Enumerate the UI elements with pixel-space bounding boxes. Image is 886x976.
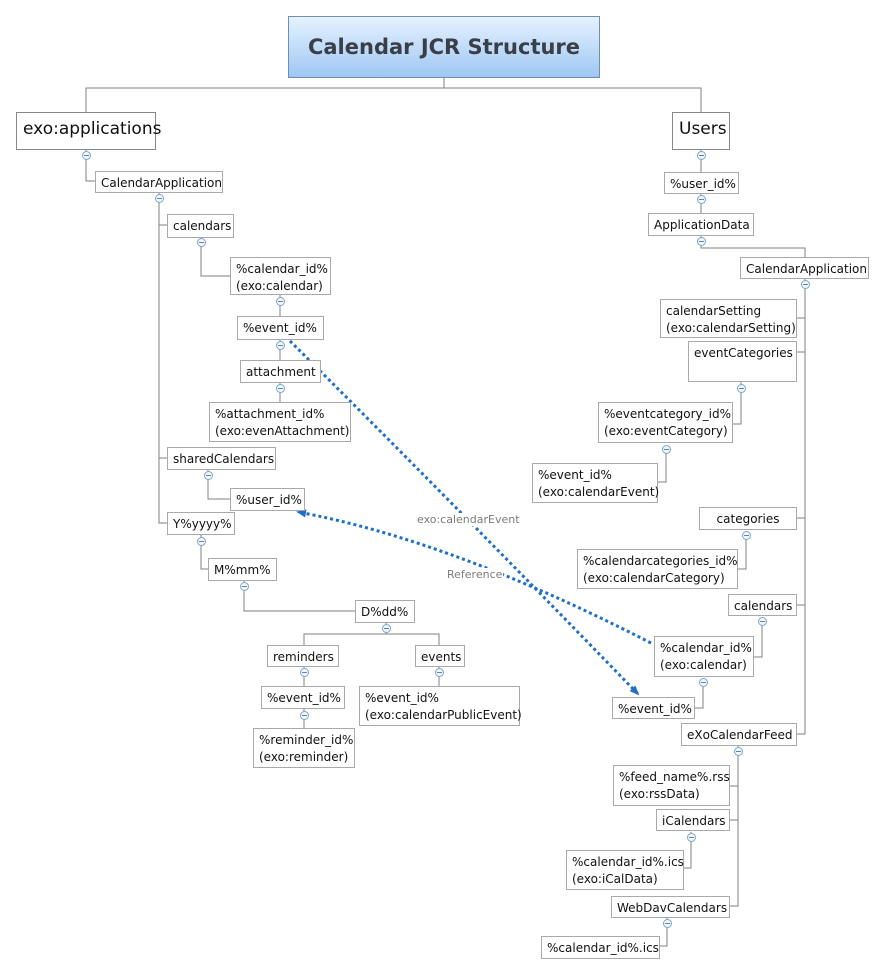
relationship-label-reference: Reference	[446, 568, 504, 581]
node-event-id-left[interactable]: %event_id%	[237, 316, 324, 340]
collapse-toggle-icon[interactable]	[300, 711, 309, 720]
node-year[interactable]: Y%yyyy%	[167, 512, 235, 535]
node-user-id[interactable]: %user_id%	[664, 172, 739, 194]
collapse-toggle-icon[interactable]	[435, 668, 444, 677]
node-calendar-application-left[interactable]: CalendarApplication	[95, 171, 223, 193]
collapse-toggle-icon[interactable]	[204, 471, 213, 480]
collapse-toggle-icon[interactable]	[197, 537, 206, 546]
collapse-toggle-icon[interactable]	[663, 919, 672, 928]
node-calendarcategories-id[interactable]: %calendarcategories_id% (exo:calendarCat…	[577, 549, 738, 589]
diagram-title: Calendar JCR Structure	[288, 16, 600, 78]
collapse-toggle-icon[interactable]	[687, 833, 696, 842]
collapse-toggle-icon[interactable]	[82, 151, 91, 160]
collapse-toggle-icon[interactable]	[697, 237, 706, 246]
node-reminder-event-id[interactable]: %event_id%	[261, 686, 345, 709]
node-webdav-calendars[interactable]: WebDavCalendars	[611, 896, 730, 918]
collapse-toggle-icon[interactable]	[276, 384, 285, 393]
node-calendars-left[interactable]: calendars	[167, 214, 234, 238]
node-icalendars[interactable]: iCalendars	[656, 809, 730, 831]
collapse-toggle-icon[interactable]	[300, 668, 309, 677]
node-events[interactable]: events	[415, 645, 465, 667]
collapse-toggle-icon[interactable]	[382, 624, 391, 633]
node-calendar-application-right[interactable]: CalendarApplication	[740, 257, 869, 279]
node-application-data[interactable]: ApplicationData	[648, 213, 754, 236]
node-calendar-setting[interactable]: calendarSetting (exo:calendarSetting)	[660, 299, 797, 338]
collapse-toggle-icon[interactable]	[240, 582, 249, 591]
node-ical-id[interactable]: %calendar_id%.ics (exo:iCalData)	[566, 850, 684, 890]
node-reminders[interactable]: reminders	[267, 645, 339, 667]
collapse-toggle-icon[interactable]	[155, 194, 164, 203]
collapse-toggle-icon[interactable]	[699, 678, 708, 687]
node-attachment[interactable]: attachment	[240, 360, 321, 383]
relationship-label-calendar-event: exo:calendarEvent	[416, 513, 521, 526]
calendar-event-relation-line	[288, 339, 640, 696]
node-event-categories[interactable]: eventCategories	[688, 341, 797, 382]
collapse-toggle-icon[interactable]	[197, 238, 206, 247]
node-day[interactable]: D%dd%	[355, 600, 415, 623]
node-reminder-id[interactable]: %reminder_id% (exo:reminder)	[253, 728, 355, 768]
node-shared-user-id[interactable]: %user_id%	[230, 488, 305, 511]
collapse-toggle-icon[interactable]	[662, 445, 671, 454]
collapse-toggle-icon[interactable]	[734, 747, 743, 756]
node-exo-applications[interactable]: exo:applications	[16, 112, 161, 150]
node-month[interactable]: M%mm%	[208, 558, 277, 581]
collapse-toggle-icon[interactable]	[697, 151, 706, 160]
collapse-toggle-icon[interactable]	[276, 297, 285, 306]
node-eventcategory-id[interactable]: %eventcategory_id% (exo:eventCategory)	[598, 402, 733, 443]
collapse-toggle-icon[interactable]	[758, 617, 767, 626]
node-category-event-id[interactable]: %event_id% (exo:calendarEvent)	[532, 463, 659, 503]
collapse-toggle-icon[interactable]	[276, 341, 285, 350]
node-shared-calendars[interactable]: sharedCalendars	[167, 447, 276, 470]
reference-relation-line	[296, 509, 652, 645]
node-calendar-id-left[interactable]: %calendar_id% (exo:calendar)	[230, 257, 331, 295]
node-users[interactable]: Users	[672, 112, 730, 150]
node-calendar-id-right[interactable]: %calendar_id% (exo:calendar)	[654, 636, 754, 677]
node-attachment-id[interactable]: %attachment_id% (exo:evenAttachment)	[209, 402, 351, 442]
node-categories[interactable]: categories	[699, 507, 797, 530]
node-calendars-right[interactable]: calendars	[728, 594, 797, 616]
node-feed-name[interactable]: %feed_name%.rss (exo:rssData)	[613, 765, 730, 806]
collapse-toggle-icon[interactable]	[801, 280, 810, 289]
collapse-toggle-icon[interactable]	[697, 195, 706, 204]
node-event-id-right[interactable]: %event_id%	[612, 697, 695, 719]
collapse-toggle-icon[interactable]	[742, 531, 751, 540]
node-webdav-id[interactable]: %calendar_id%.ics	[541, 936, 660, 959]
collapse-toggle-icon[interactable]	[737, 384, 746, 393]
node-exo-calendar-feed[interactable]: eXoCalendarFeed	[681, 723, 797, 746]
node-public-event-id[interactable]: %event_id% (exo:calendarPublicEvent)	[359, 686, 522, 726]
